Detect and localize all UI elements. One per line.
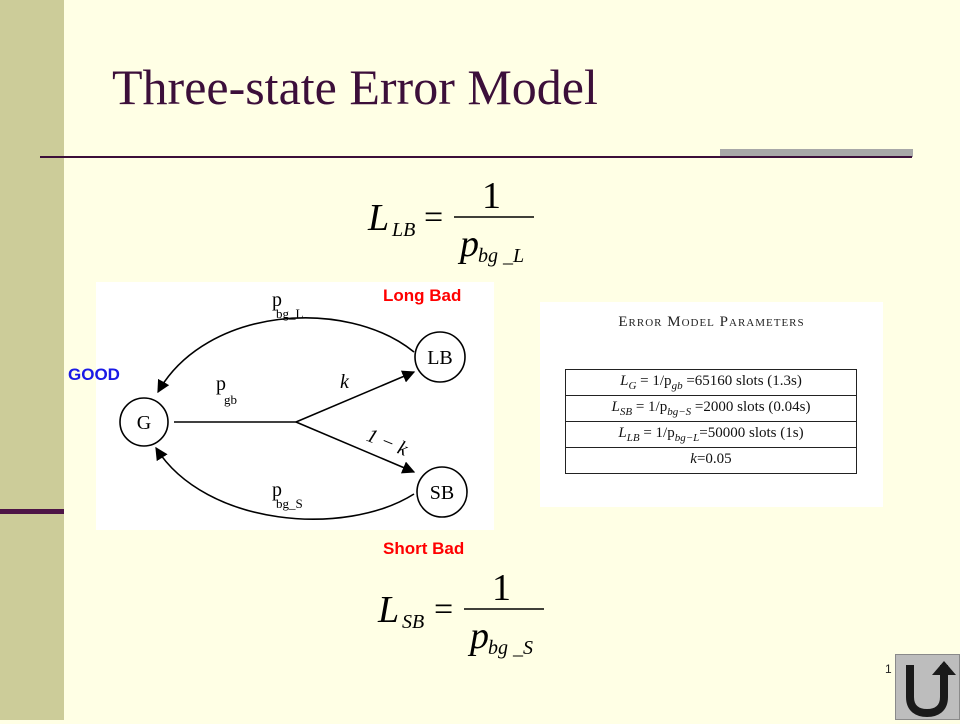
parameter-expression-sub: bg−L [674, 432, 700, 444]
parameter-label: L [611, 399, 620, 415]
parameter-expression: = 1/p [639, 425, 675, 441]
formula-denominator: p [467, 615, 489, 657]
formula-denominator: p [457, 223, 479, 265]
edge-label-gb-sub: gb [224, 392, 237, 407]
state-diagram: G LB SB p bg_L p gb k 1 − k p bg_S [119, 289, 468, 520]
parameter-label-sub: G [628, 380, 637, 392]
edge-label-bg-l-sub: bg_L [276, 306, 304, 321]
formula-lhs: L [377, 589, 399, 631]
page-number: 1 [885, 662, 892, 676]
formula-denominator-sub: bg _S [488, 637, 533, 659]
parameter-label: k [690, 451, 697, 467]
edge-branch-to-lb [295, 370, 416, 423]
edge-branch-to-sb [295, 421, 416, 474]
return-button[interactable] [895, 654, 960, 720]
equals-sign: = [424, 199, 443, 236]
parameter-value: =0.05 [696, 451, 732, 467]
parameter-expression-sub: gb [671, 380, 683, 392]
formula-numerator: 1 [492, 567, 511, 609]
parameter-cell: LSB = 1/pbg−S =2000 slots (0.04s) [565, 395, 857, 422]
formula-lhs-sub: SB [402, 611, 424, 633]
parameter-expression-sub: bg−S [667, 406, 692, 418]
left-bar-accent [0, 509, 64, 514]
node-long-bad: LB [414, 331, 466, 383]
edge-sb-to-g [155, 446, 415, 520]
parameters-panel: Error Model Parameters LG = 1/pgb =65160… [540, 302, 883, 507]
parameters-table: LG = 1/pgb =65160 slots (1.3s)LSB = 1/pb… [565, 369, 857, 474]
edge-lb-to-g [157, 317, 415, 394]
parameter-value: =2000 slots (0.04s) [691, 399, 811, 415]
parameter-row: LLB = 1/pbg−L=50000 slots (1s) [565, 421, 857, 448]
node-good: G [119, 397, 169, 447]
parameter-row: LSB = 1/pbg−S =2000 slots (0.04s) [565, 395, 857, 422]
formula-lhs: L [367, 197, 389, 239]
parameters-title: Error Model Parameters [618, 314, 805, 330]
edge-label-bg-l: p [272, 289, 282, 311]
parameter-label-sub: LB [626, 432, 640, 444]
svg-text:G: G [137, 412, 151, 434]
formula-short-bad: L SB = 1 p bg _S [377, 567, 544, 659]
parameter-label: L [618, 425, 627, 441]
formula-lhs-sub: LB [391, 219, 415, 241]
edge-label-one-minus-k: 1 − k [363, 424, 412, 461]
formula-long-bad: L LB = 1 p bg _L [367, 175, 534, 267]
title-rule-accent [720, 149, 913, 157]
short-bad-label: Short Bad [383, 539, 465, 558]
parameter-value: =65160 slots (1.3s) [682, 373, 802, 389]
svg-text:LB: LB [427, 347, 453, 369]
parameter-cell: LLB = 1/pbg−L=50000 slots (1s) [565, 421, 857, 448]
formula-denominator-sub: bg _L [478, 245, 524, 267]
edge-label-k: k [340, 371, 350, 393]
long-bad-label: Long Bad [383, 286, 462, 305]
node-short-bad: SB [416, 466, 468, 518]
parameter-label: L [620, 373, 629, 389]
svg-text:SB: SB [430, 482, 454, 504]
title-rule [40, 156, 912, 158]
parameter-value: =50000 slots (1s) [699, 425, 804, 441]
state-diagram-panel: G LB SB p bg_L p gb k 1 − k p bg_S [96, 282, 494, 530]
edge-label-bg-s: p [272, 479, 282, 501]
good-label: GOOD [68, 365, 120, 384]
parameter-cell: LG = 1/pgb =65160 slots (1.3s) [565, 369, 857, 396]
parameter-row: LG = 1/pgb =65160 slots (1.3s) [565, 369, 857, 396]
left-decorative-bar [0, 0, 64, 720]
parameter-expression: = 1/p [636, 373, 672, 389]
edge-label-gb: p [216, 373, 226, 395]
parameter-cell: k=0.05 [565, 447, 857, 474]
edge-label-bg-s-sub: bg_S [276, 496, 303, 511]
slide-title: Three-state Error Model [112, 59, 598, 115]
formula-numerator: 1 [482, 175, 501, 217]
parameter-row: k=0.05 [565, 447, 857, 474]
equals-sign: = [434, 591, 453, 628]
parameter-label-sub: SB [619, 406, 633, 418]
parameter-expression: = 1/p [632, 399, 668, 415]
return-arrow-icon [906, 661, 956, 718]
